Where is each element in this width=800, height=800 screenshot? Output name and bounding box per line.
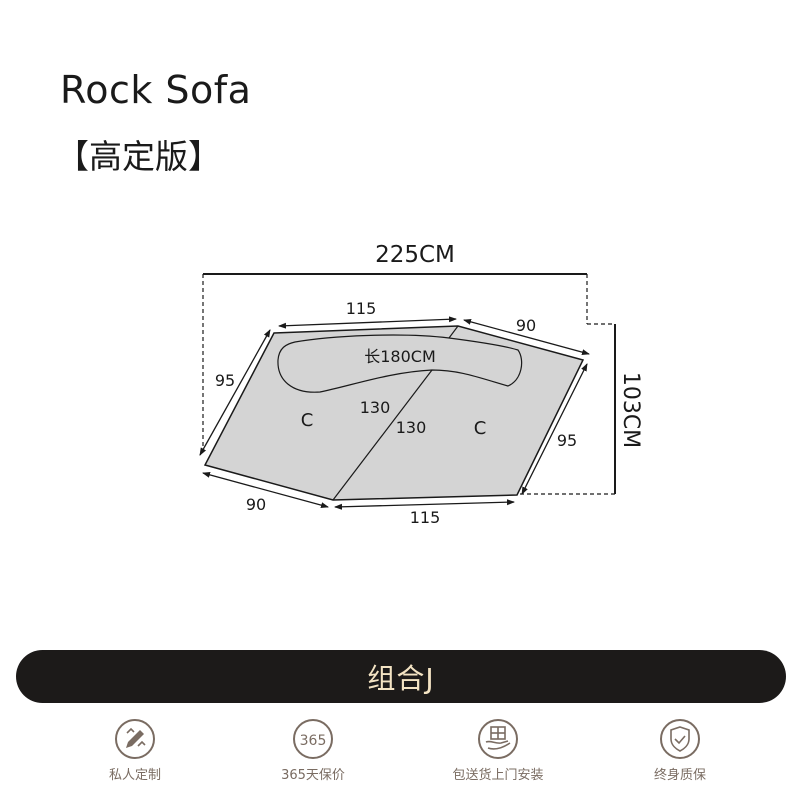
feature-warranty: 终身质保 [600, 718, 760, 783]
bottom-right-edge-label: 115 [410, 508, 441, 527]
right-edge-label: 95 [557, 431, 577, 450]
combination-banner: 组合J [16, 650, 786, 703]
page-title: Rock Sofa [60, 68, 252, 112]
dimension-labels: 115 90 95 95 90 115 130 130 长180CM C C [215, 299, 577, 527]
feature-custom: 私人定制 [55, 718, 215, 783]
feature-price-protection: 365 365天保价 [233, 718, 393, 783]
bottom-left-edge-label: 90 [246, 495, 266, 514]
diagonal-right-label: 130 [396, 418, 427, 437]
overall-width-dimension: 225CM [202, 242, 615, 452]
feature-list: 私人定制 365 365天保价 包送货上门安装 终身质保 [0, 718, 800, 788]
edition-subtitle: 【高定版】 [56, 137, 221, 176]
shield-check-icon [660, 719, 700, 759]
right-module-label: C [474, 418, 487, 439]
combination-label: 组合J [367, 661, 435, 695]
overall-width-label: 225CM [375, 242, 455, 268]
svg-text:365: 365 [300, 733, 327, 749]
365-badge-icon: 365 [293, 719, 333, 759]
cushion-length-label: 长180CM [364, 347, 436, 366]
cushion-outline [277, 334, 523, 393]
pencil-ruler-icon [115, 719, 155, 759]
hand-box-icon [478, 719, 518, 759]
top-right-edge-label: 90 [516, 316, 536, 335]
feature-label: 包送货上门安装 [452, 768, 544, 783]
left-module-label: C [301, 410, 314, 431]
feature-delivery: 包送货上门安装 [418, 718, 578, 783]
left-edge-label: 95 [215, 371, 235, 390]
feature-label: 365天保价 [281, 768, 345, 783]
edge-dimensions [199, 316, 590, 510]
diagonal-left-label: 130 [360, 398, 391, 417]
sofa-dimension-diagram: 225CM 103CM 115 90 95 95 90 115 130 130 … [199, 242, 643, 527]
feature-label: 私人定制 [108, 768, 161, 783]
overall-depth-label: 103CM [618, 372, 643, 448]
sofa-outline [203, 325, 585, 501]
feature-label: 终身质保 [653, 768, 706, 783]
overall-depth-dimension: 103CM [520, 324, 643, 495]
top-left-edge-label: 115 [346, 299, 377, 318]
